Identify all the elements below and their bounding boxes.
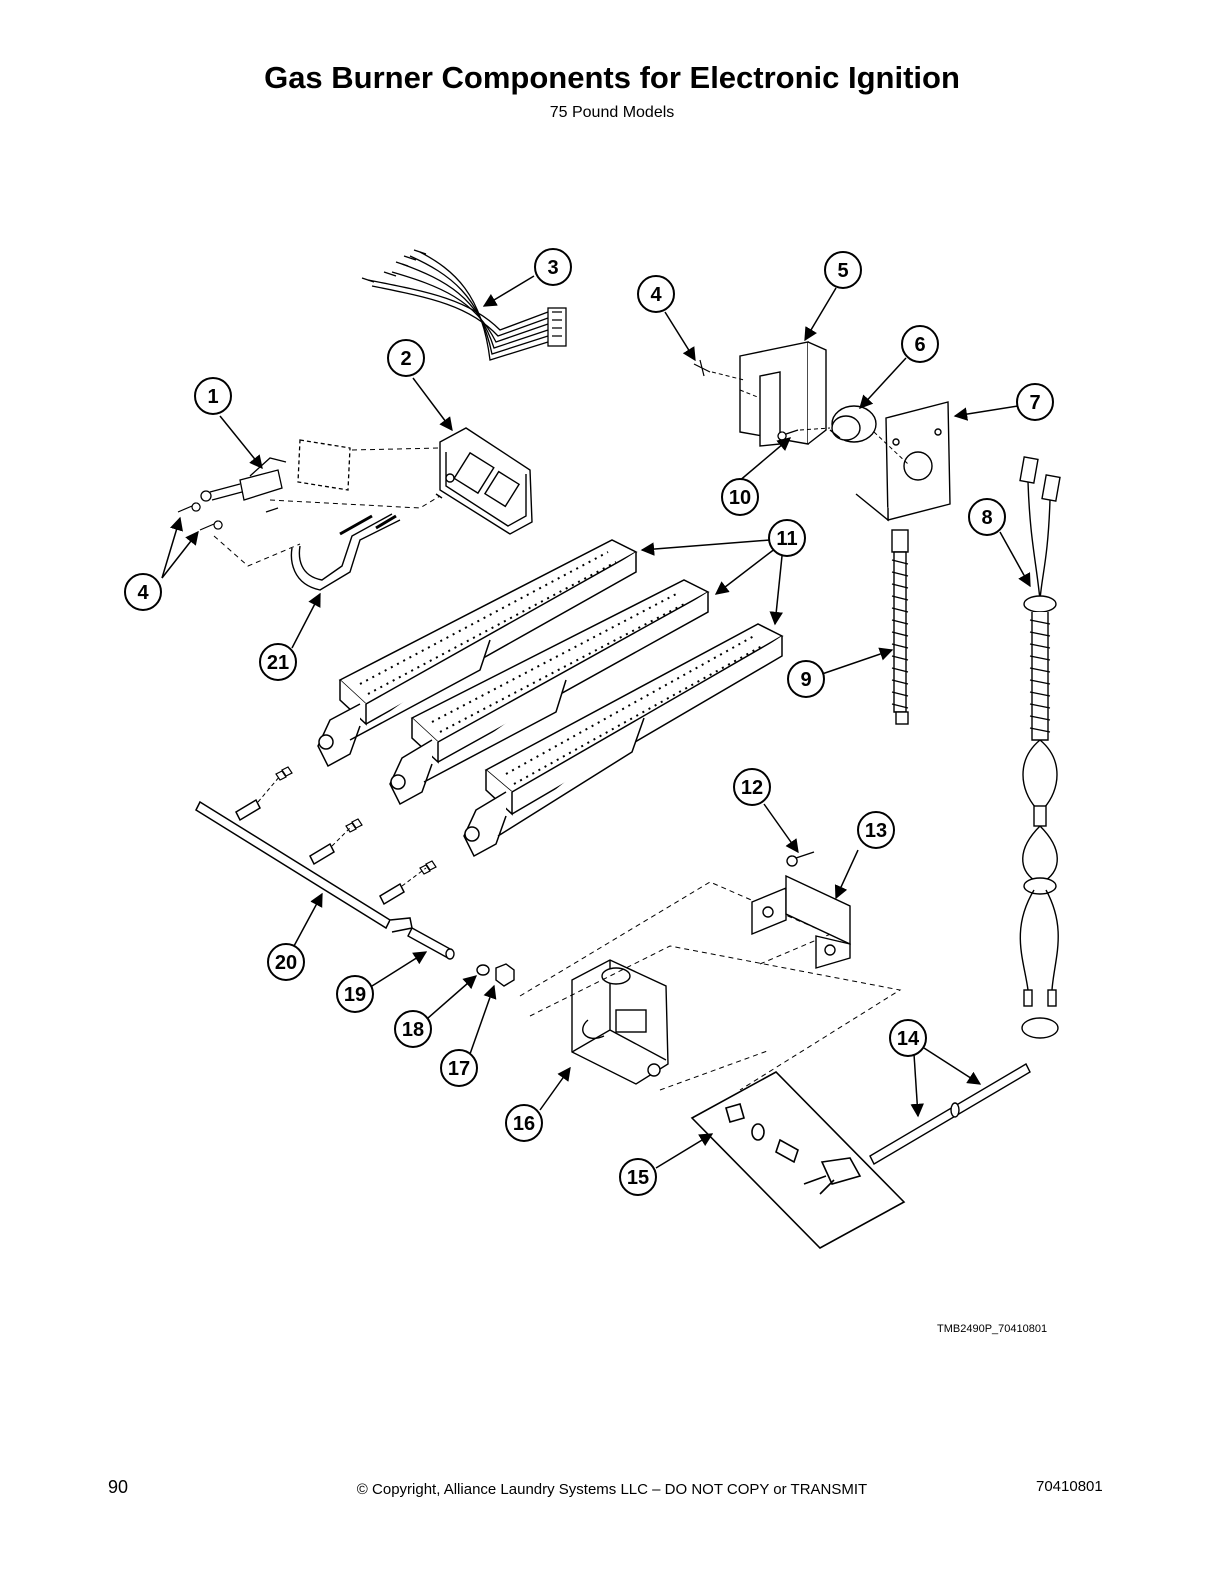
document-number: 70410801 [1036, 1478, 1103, 1495]
svg-text:18: 18 [402, 1019, 424, 1041]
temperature-sensor-part [1019, 456, 1061, 1039]
callout-1: 1 [194, 377, 232, 415]
gas-tube-part [290, 513, 401, 591]
callout-19: 19 [336, 975, 374, 1013]
ignition-control-part [435, 427, 533, 535]
svg-text:4: 4 [137, 582, 149, 604]
svg-text:21: 21 [267, 652, 289, 674]
screws-part [177, 359, 711, 531]
svg-text:9: 9 [800, 669, 811, 691]
svg-text:3: 3 [547, 257, 558, 279]
svg-text:13: 13 [865, 820, 887, 842]
flexible-conduit-part [891, 529, 909, 725]
burner-ports [359, 551, 763, 785]
wire-harness-part [361, 249, 567, 361]
callout-4a: 4 [637, 275, 675, 313]
gas-pipe-part [869, 1063, 1031, 1165]
callout-18: 18 [394, 1010, 432, 1048]
gas-valve-part [571, 959, 669, 1085]
svg-text:8: 8 [981, 507, 992, 529]
svg-text:20: 20 [275, 952, 297, 974]
callout-15: 15 [619, 1158, 657, 1196]
callout-13: 13 [857, 811, 895, 849]
washer-part [476, 964, 490, 976]
svg-text:17: 17 [448, 1058, 470, 1080]
igniter-bracket-part [200, 439, 351, 502]
hex-nut-part [495, 963, 515, 987]
callout-3: 3 [534, 248, 572, 286]
switch-part [829, 405, 877, 443]
svg-text:4: 4 [650, 284, 662, 306]
leader-lines [161, 275, 1031, 1169]
callout-20: 20 [267, 943, 305, 981]
svg-text:19: 19 [344, 984, 366, 1006]
page-subtitle: 75 Pound Models [549, 104, 675, 121]
mounting-plate-part [855, 401, 951, 522]
callout-9: 9 [787, 660, 825, 698]
callout-5: 5 [824, 251, 862, 289]
callout-21: 21 [259, 643, 297, 681]
callout-11: 11 [768, 519, 806, 557]
shutoff-valve-kit-part [690, 1071, 906, 1249]
screw-part [786, 851, 815, 867]
svg-text:2: 2 [400, 348, 411, 370]
callout-2: 2 [387, 339, 425, 377]
svg-text:7: 7 [1029, 392, 1040, 414]
valve-bracket-part [751, 874, 851, 969]
callout-12: 12 [733, 768, 771, 806]
callouts: 1 2 3 4 4 5 6 7 8 9 10 11 12 13 14 15 16… [124, 248, 1054, 1196]
callout-17: 17 [440, 1049, 478, 1087]
svg-text:5: 5 [837, 260, 848, 282]
svg-text:15: 15 [627, 1167, 649, 1189]
callout-10: 10 [721, 478, 759, 516]
diagram-reference-code: TMB2490P_70410801 [937, 1323, 1048, 1335]
mounting-bracket-part [739, 341, 827, 447]
gas-manifold-part [195, 798, 413, 933]
page-number: 90 [108, 1477, 129, 1497]
svg-text:1: 1 [207, 386, 218, 408]
callout-14: 14 [889, 1019, 927, 1057]
copyright-notice: © Copyright, Alliance Laundry Systems LL… [356, 1481, 868, 1498]
orifices-part [275, 766, 437, 875]
svg-text:14: 14 [897, 1028, 920, 1050]
svg-text:11: 11 [776, 528, 797, 550]
callout-8: 8 [968, 498, 1006, 536]
callout-4b: 4 [124, 573, 162, 611]
callout-16: 16 [505, 1104, 543, 1142]
svg-text:10: 10 [729, 487, 751, 509]
callout-6: 6 [901, 325, 939, 363]
svg-text:16: 16 [513, 1113, 535, 1135]
svg-text:6: 6 [914, 334, 925, 356]
dashed-guide-lines [711, 371, 909, 465]
page-title: Gas Burner Components for Electronic Ign… [264, 60, 960, 95]
dashed-guide-lines [257, 775, 427, 887]
dashed-guide-lines [213, 447, 441, 567]
burner-tubes-part [317, 539, 784, 858]
svg-text:12: 12 [741, 777, 763, 799]
dashed-guide-lines [519, 881, 902, 1091]
pipe-nipple-part [407, 927, 455, 960]
callout-7: 7 [1016, 383, 1054, 421]
